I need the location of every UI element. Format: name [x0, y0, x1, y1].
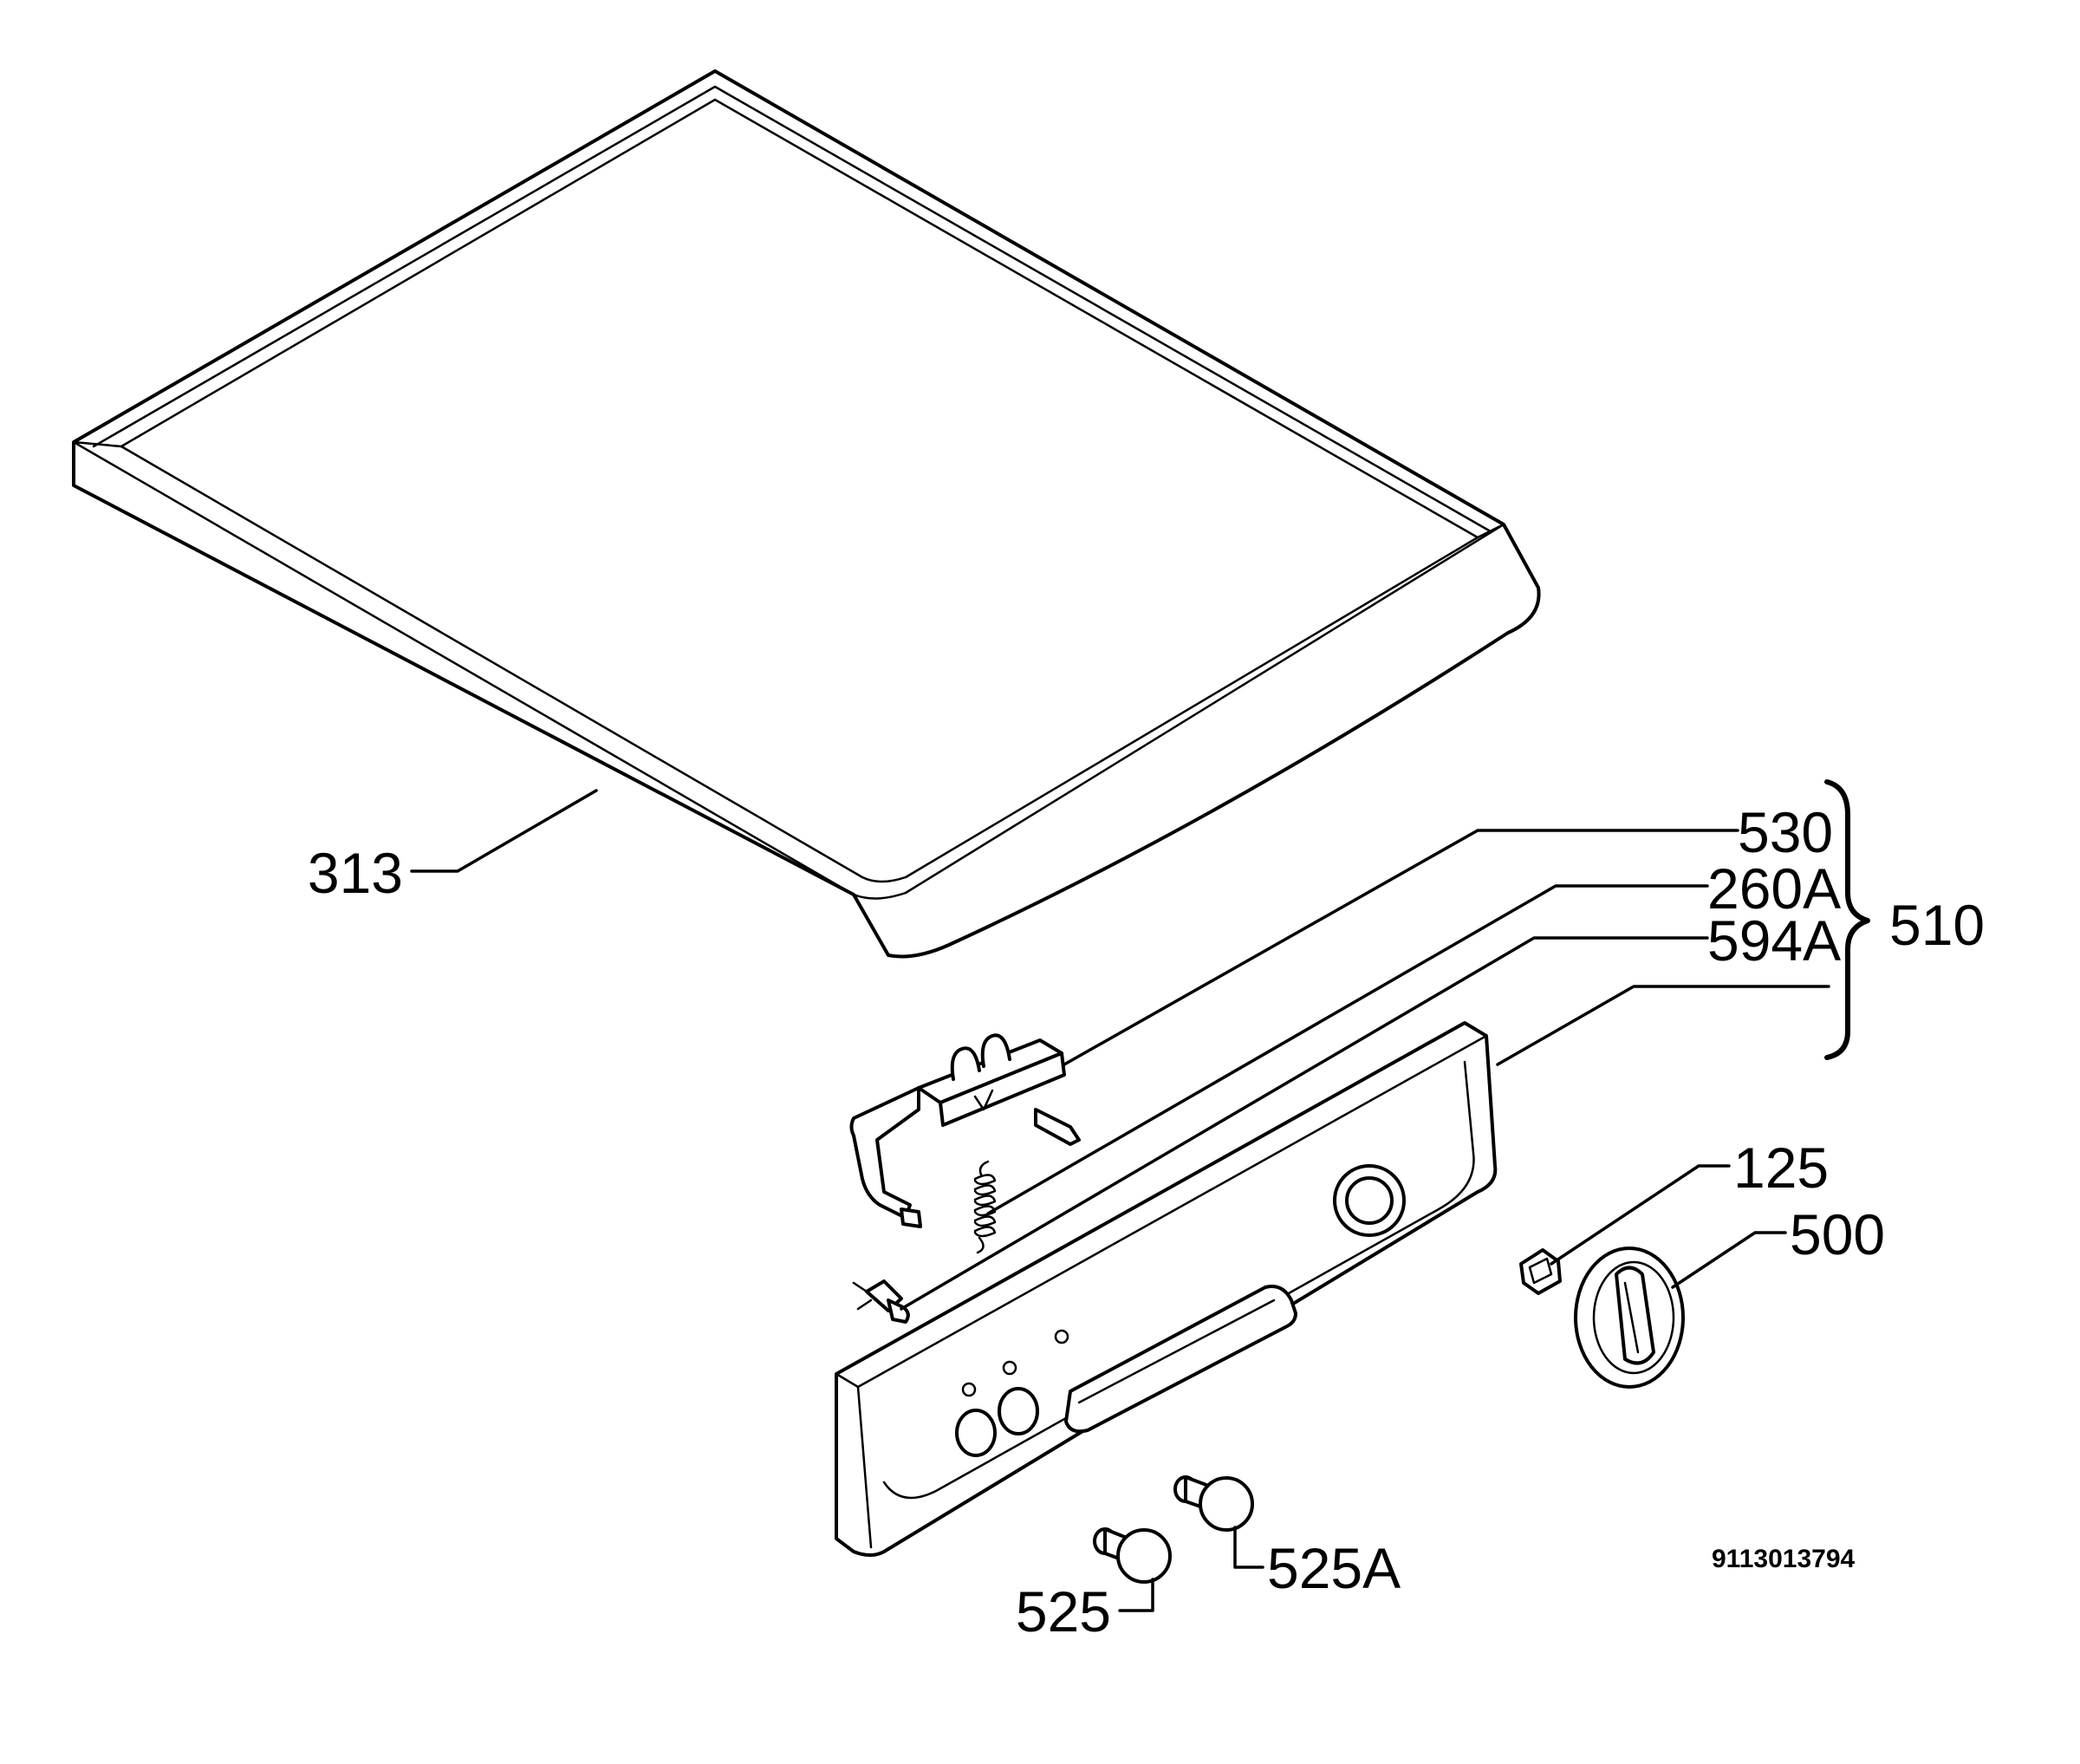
rotary-knob-part: [1574, 1247, 1685, 1389]
drawing-number: 9113013794: [1712, 1545, 1856, 1573]
callout-260a: 260A: [1707, 856, 1841, 921]
button-opening-left: [955, 1409, 997, 1457]
lid-part: [72, 69, 1541, 959]
lamp-part: [852, 1279, 910, 1324]
push-button-alt-part: [1173, 1475, 1254, 1532]
button-opening-right: [998, 1387, 1039, 1435]
control-panel-part: [835, 1021, 1498, 1557]
spring-part: [973, 1160, 997, 1254]
push-button-part: [1093, 1527, 1172, 1584]
hinge-part: [849, 1033, 1081, 1228]
small-insert-part: [1519, 1248, 1562, 1295]
leader-525a: [1233, 1526, 1264, 1569]
leader-500: [1671, 1231, 1787, 1289]
callout-594a: 594A: [1707, 908, 1841, 973]
callout-525: 525: [1016, 1579, 1111, 1644]
callout-313: 313: [308, 841, 403, 905]
leader-313: [410, 789, 598, 873]
assembly-brace: [1824, 779, 1870, 1060]
leader-260a: [986, 884, 1709, 1215]
callout-510: 510: [1889, 893, 1985, 957]
leader-panel: [1496, 985, 1830, 1066]
callout-125: 125: [1733, 1136, 1829, 1200]
callout-530: 530: [1738, 800, 1833, 864]
leader-530: [1063, 829, 1739, 1066]
leader-525: [1118, 1578, 1154, 1612]
leader-125: [1550, 1164, 1731, 1266]
callout-525a: 525A: [1267, 1536, 1401, 1600]
callout-500: 500: [1790, 1202, 1885, 1266]
leader-594a: [900, 936, 1709, 1311]
